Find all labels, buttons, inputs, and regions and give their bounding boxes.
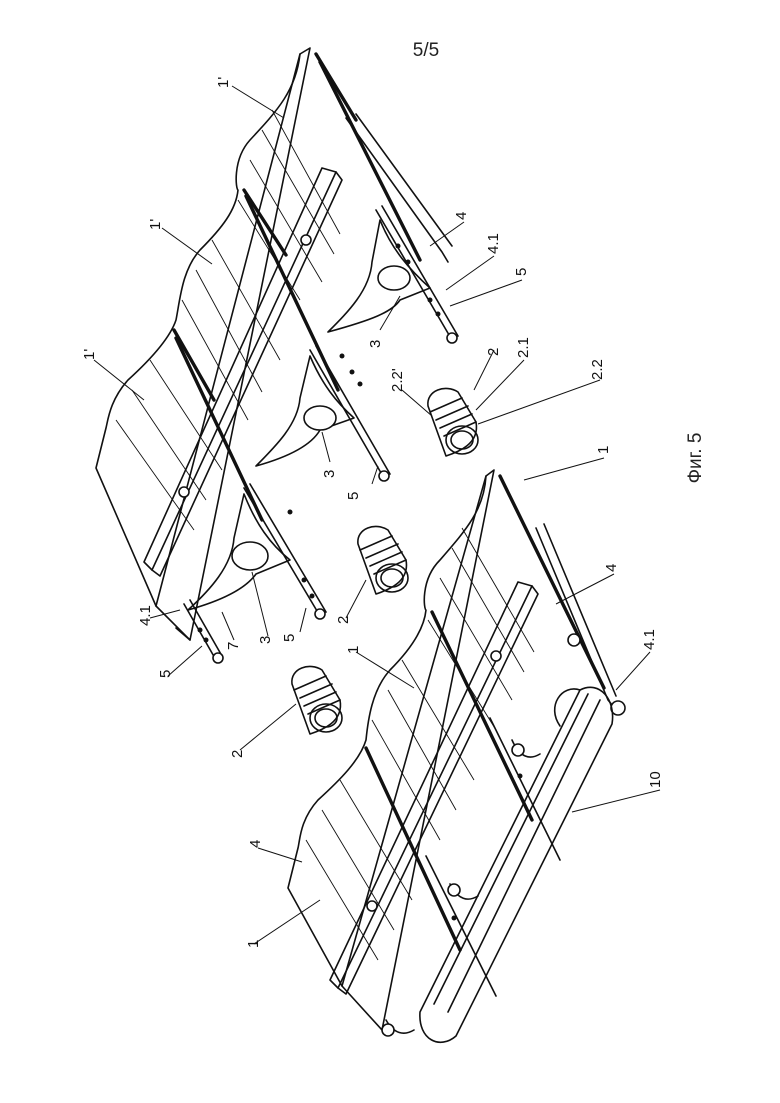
upper-bracket-mid: [256, 346, 390, 481]
float-middle: [358, 526, 408, 594]
label-panel-upper-top: 1': [215, 77, 232, 88]
label-bracket-upper-mid: 3: [321, 470, 338, 478]
label-float-upper-part-a: 2.1: [515, 337, 532, 358]
label-rod-upper-mid: 5: [345, 492, 362, 500]
label-panel-lower-mid: 1: [345, 646, 362, 654]
label-rod-upper-left-inner: 5: [281, 634, 298, 642]
label-panel-lower-left: 1: [245, 940, 262, 948]
label-bracket-upper-left: 3: [257, 636, 274, 644]
label-float-upper: 2: [485, 348, 502, 356]
lower-assembly: [288, 470, 625, 1042]
label-bracket-upper-right: 3: [367, 340, 384, 348]
label-tube-end-lower-right: 4.1: [641, 629, 658, 650]
label-panel-upper-left: 1': [81, 349, 98, 360]
pontoon: [420, 687, 613, 1042]
label-tube-end-upper-right: 4.1: [485, 233, 502, 254]
label-tube-upper-right: 4: [453, 212, 470, 220]
label-tube-end-upper-left: 4.1: [137, 605, 154, 626]
label-rod-upper-right: 5: [513, 268, 530, 276]
label-panel-lower-right: 1: [595, 446, 612, 454]
label-tube-lower-right: 4: [603, 564, 620, 572]
label-panel-upper-mid: 1': [147, 219, 164, 230]
label-pontoon: 10: [647, 771, 664, 788]
callouts: 1' 1' 1' 4 4.1 5 3 2 2.1 2.2 2.2' 3 5 2: [81, 77, 664, 948]
label-float-middle: 2: [335, 616, 352, 624]
label-float-upper-part-c: 2.2': [389, 368, 406, 392]
float-lower: [292, 666, 342, 734]
label-tube-lower-left: 4: [247, 840, 264, 848]
label-float-upper-part-b: 2.2: [589, 359, 606, 380]
label-rod-upper-left-outer: 5: [157, 670, 174, 678]
label-beam-upper: 7: [225, 642, 242, 650]
label-float-lower: 2: [229, 750, 246, 758]
float-upper: [428, 388, 478, 456]
